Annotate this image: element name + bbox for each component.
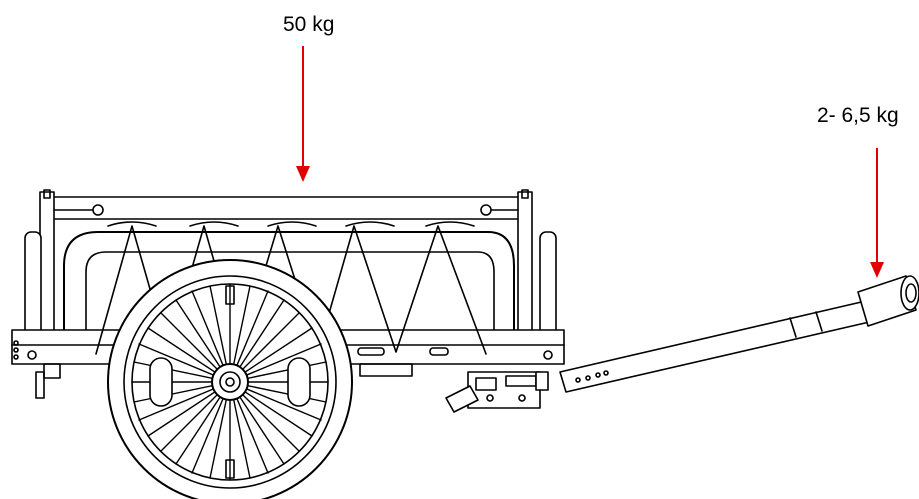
tongue-load-arrow: [870, 148, 884, 278]
cargo-load-label: 50 kg: [283, 13, 335, 36]
tow-bar-handle-grip: [857, 275, 919, 327]
tongue-load-label: 2- 6,5 kg: [817, 104, 899, 127]
hitch-coupling: [445, 371, 549, 413]
wheel: [107, 259, 353, 499]
cargo-load-arrow: [296, 46, 310, 182]
tow-bar: [559, 299, 879, 393]
